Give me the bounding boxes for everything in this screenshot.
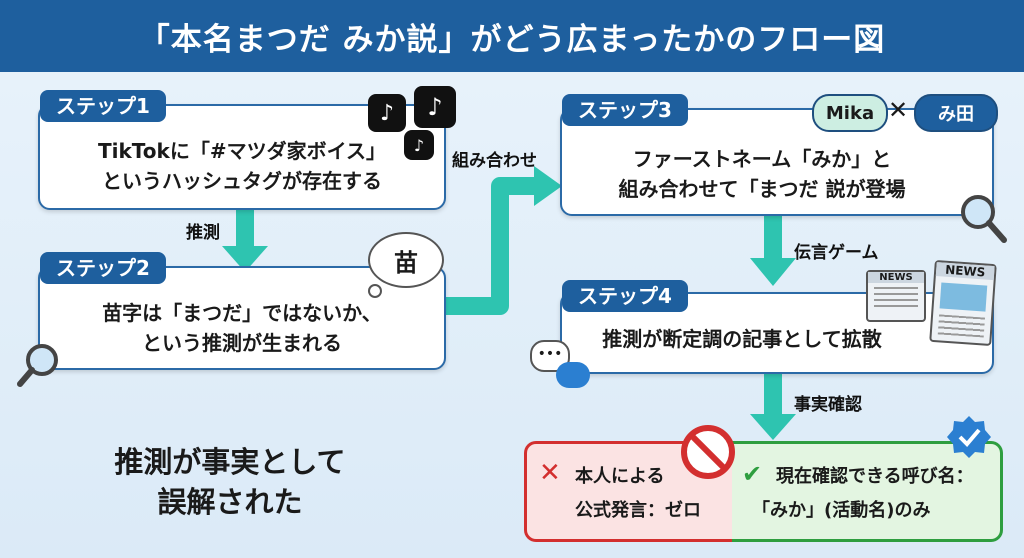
conclusion-line1: 推測が事実として [114,445,346,479]
step4-tab: ステップ4 [562,280,688,312]
page-title: 「本名まつだ みか説」がどう広まったかのフロー図 [138,21,886,58]
result-current-name: ✔ 現在確認できる呼び名： 「みか」(活動名)のみ [732,441,1003,542]
prohibited-icon [681,425,735,479]
step1-line1: TikTokに「#マツダ家ボイス」 [98,139,386,163]
arrow-2-3-line [444,177,540,315]
arrow-1-2-head [222,246,268,272]
step4-text: 推測が断定調の記事として拡散 [562,324,922,354]
step2-line1: 苗字は「まつだ」ではないか、 [102,301,382,325]
step3-card: ファーストネーム「みか」と 組み合わせて「まつだ 説が登場 [560,108,994,216]
arrow-1-2-shaft [236,208,254,248]
newspaper-lines [937,314,986,338]
step1-tab: ステップ1 [40,90,166,122]
result-left-line1: 本人による [575,466,665,487]
newspaper-photo [939,282,988,312]
thought-bubble: 苗 [368,232,444,288]
arrow-3-4-head [750,258,796,286]
tiktok-icon: ♪ [404,130,434,160]
newspaper-icon: NEWS [866,270,926,322]
page-header: 「本名まつだ みか説」がどう広まったかのフロー図 [0,0,1024,72]
arrow-3-4-shaft [764,216,782,262]
verified-badge-icon [947,416,991,458]
step2-line2: という推測が生まれる [142,331,342,355]
flow-label-guess: 推測 [186,223,220,243]
step4-card: 推測が断定調の記事として拡散 [560,292,994,374]
newspaper-icon: NEWS [929,259,997,347]
flow-label-combine: 組み合わせ [452,151,537,171]
conclusion-text: 推測が事実として 誤解された [40,442,420,522]
step3-text: ファーストネーム「みか」と 組み合わせて「まつだ 説が登場 [562,144,962,204]
step2-text: 苗字は「まつだ」ではないか、 という推測が生まれる [40,298,444,358]
flow-label-factcheck: 事実確認 [794,395,862,415]
arrow-2-3-head [534,166,562,206]
arrow-4-r-shaft [764,372,782,418]
thought-bubble-text: 苗 [394,248,418,277]
magnifier-icon [17,344,58,387]
step3-line1: ファーストネーム「みか」と [632,147,892,171]
cross-mark: ✕ [888,96,909,124]
arrow-4-r-head [750,414,796,440]
tiktok-icon: ♪ [414,86,456,128]
news-label: NEWS [935,262,995,281]
name-pill-mida: み田 [914,94,998,132]
step1-text: TikTokに「#マツダ家ボイス」 というハッシュタグが存在する [40,136,444,196]
step4-line1: 推測が断定調の記事として拡散 [602,327,882,351]
result-right-line2: 「みか」(活動名)のみ [752,500,931,521]
news-label: NEWS [868,272,924,283]
flow-label-telephone: 伝言ゲーム [794,243,879,263]
result-left-line2: 公式発言：ゼロ [575,500,701,521]
conclusion-line2: 誤解された [157,485,303,519]
cross-icon: ✕ [539,458,561,488]
step2-tab: ステップ2 [40,252,166,284]
step3-tab: ステップ3 [562,94,688,126]
check-icon: ✔ [742,460,763,488]
thought-bubble-dot [368,284,382,298]
result-right-line1: 現在確認できる呼び名： [776,466,974,487]
newspaper-lines [874,287,918,309]
tiktok-icon: ♪ [368,94,406,132]
chat-bubble-icon [556,362,590,388]
step1-line2: というハッシュタグが存在する [102,169,382,193]
name-pill-mika: Mika [812,94,888,132]
step3-line2: 組み合わせて「まつだ 説が登場 [618,177,906,201]
magnifier-icon [961,195,1007,243]
